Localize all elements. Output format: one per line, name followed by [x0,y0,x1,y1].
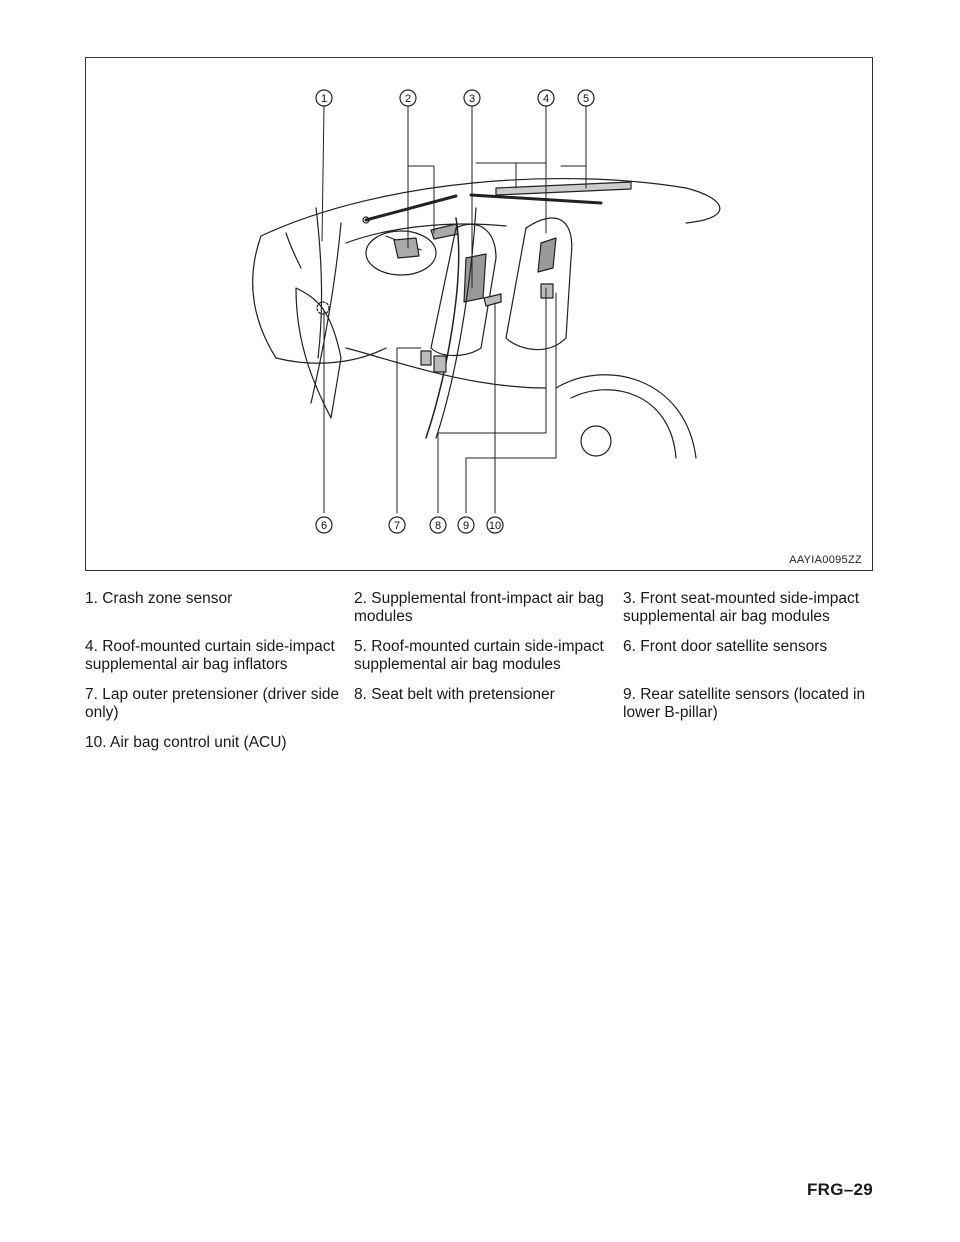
figure-code: AAYIA0095ZZ [789,554,862,566]
legend-item: 5. Roof-mounted curtain side-impact supp… [354,638,604,673]
callout-3: 3 [469,93,475,105]
legend-item: 3. Front seat-mounted side-impact supple… [623,590,860,625]
legend-item: 6. Front door satellite sensors [623,638,828,655]
car-front-outline [252,235,277,359]
legend-item: 7. Lap outer pretensioner (driver side o… [85,686,340,721]
component-legend: 1. Crash zone sensor 2. Supplemental fro… [85,590,875,752]
callout-8: 8 [435,520,441,532]
legend-item: 9. Rear satellite sensors (located in lo… [623,686,866,721]
legend-item: 10. Air bag control unit (ACU) [85,734,287,751]
callout-5: 5 [583,93,589,105]
airbag-location-figure: 1 2 3 4 5 6 7 8 9 10 AAYIA0095ZZ [85,57,873,571]
front-door [295,287,342,419]
legend-item: 2. Supplemental front-impact air bag mod… [354,590,604,625]
front-airbag [393,237,420,259]
b-pillar [425,217,460,439]
callout-10: 10 [489,520,501,532]
callout-1: 1 [321,93,327,105]
belt-pretensioner [433,355,447,373]
callout-4: 4 [543,93,549,105]
callout-7: 7 [394,520,400,532]
front-seat [430,223,497,357]
lap-pretensioner [420,350,432,366]
roof-line [260,178,687,237]
callout-markers: 1 2 3 4 5 6 7 8 9 10 [315,89,595,534]
callout-9: 9 [463,520,469,532]
rear-wheel [580,425,612,457]
legend-item: 8. Seat belt with pretensioner [354,686,555,703]
rear-satellite-sensor [540,283,554,299]
air-bag-control-unit [483,293,502,307]
rear-seat [505,217,573,351]
page-number: FRG–29 [806,1180,873,1199]
seat-side-airbag [463,253,487,303]
callout-6: 6 [321,520,327,532]
callout-2: 2 [405,93,411,105]
legend-item: 1. Crash zone sensor [85,590,233,607]
legend-item: 4. Roof-mounted curtain side-impact supp… [85,638,335,673]
car-interior-illustration: 1 2 3 4 5 6 7 8 9 10 [252,89,721,534]
